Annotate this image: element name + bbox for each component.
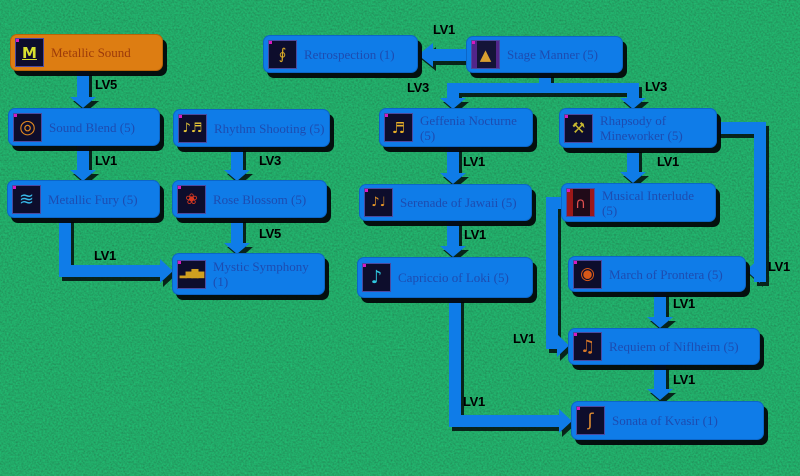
connector-rose-blossom-to-mystic-symphony xyxy=(231,218,243,244)
skill-node-geffenia-nocturne[interactable]: ♬ Geffenia Nocturne (5) xyxy=(379,108,533,147)
serenade-notes-icon: ♪♩ xyxy=(364,188,393,217)
skill-node-label: Mystic Symphony (1) xyxy=(213,259,309,289)
skill-node-label: Musical Interlude (5) xyxy=(602,187,695,218)
equalizer-bars-icon: ▂▅▇▅ xyxy=(177,259,206,289)
skill-node-rhapsody-of-mineworker[interactable]: ⚒ Rhapsody of Mineworker (5) xyxy=(559,108,717,148)
arrowhead-down-icon xyxy=(70,170,96,181)
violin-icon: ʃ xyxy=(576,406,605,435)
connector-stage-manner-to-retrospection xyxy=(433,49,466,61)
connector-metallic-sound-to-sound-blend xyxy=(77,71,89,98)
arrowhead-down-icon xyxy=(70,97,96,108)
skill-node-musical-interlude[interactable]: ∩ Musical Interlude (5) xyxy=(561,183,716,222)
skill-node-serenade-of-jawaii[interactable]: ♪♩ Serenade of Jawaii (5) xyxy=(359,184,532,221)
skill-node-rose-blossom[interactable]: ❀ Rose Blossom (5) xyxy=(172,180,327,218)
stage-curtain-icon: ▲ xyxy=(471,40,500,69)
skill-node-rhythm-shooting[interactable]: ♪♬ Rhythm Shooting (5) xyxy=(173,109,330,147)
skill-node-label: Serenade of Jawaii (5) xyxy=(400,195,517,210)
arrowhead-down-icon xyxy=(440,173,466,184)
connector-rhapsody-to-musical-interlude xyxy=(627,148,639,173)
skill-node-label: Stage Manner (5) xyxy=(507,47,598,62)
arrowhead-down-icon xyxy=(647,317,673,328)
skill-node-metallic-fury[interactable]: ≋ Metallic Fury (5) xyxy=(7,180,160,218)
connector-rhythm-shooting-to-rose-blossom xyxy=(231,147,243,171)
connector-metallic-fury-elbow-h xyxy=(59,265,160,277)
skill-node-label: March of Prontera (5) xyxy=(609,266,723,282)
arrowhead-left-icon xyxy=(418,43,433,67)
skill-node-mystic-symphony[interactable]: ▂▅▇▅ Mystic Symphony (1) xyxy=(172,253,325,295)
waveform-m-icon: M xyxy=(15,38,44,67)
rose-icon: ❀ xyxy=(177,184,206,214)
skill-node-capriccio-of-loki[interactable]: ♪ Capriccio of Loki (5) xyxy=(357,257,533,298)
skill-node-retrospection[interactable]: ∮ Retrospection (1) xyxy=(263,35,418,73)
connector-rhapsody-loop-h xyxy=(717,122,766,134)
connector-serenade-to-capriccio xyxy=(447,221,459,247)
sound-waves-icon: ◎ xyxy=(13,112,42,142)
arrowhead-left-icon xyxy=(746,258,760,283)
swirl-notes-icon: ∮ xyxy=(268,39,297,69)
skill-node-stage-manner[interactable]: ▲ Stage Manner (5) xyxy=(466,36,623,73)
skill-node-label: Metallic Fury (5) xyxy=(48,191,138,207)
connector-stage-manner-bar xyxy=(447,83,639,93)
connector-stage-manner-stub xyxy=(539,73,551,85)
arrowhead-down-icon xyxy=(224,243,250,254)
skill-node-requiem-of-niflheim[interactable]: ♫ Requiem of Niflheim (5) xyxy=(568,328,760,365)
arrowhead-down-icon xyxy=(647,389,673,400)
skill-node-label: Rose Blossom (5) xyxy=(213,191,307,207)
connector-capriccio-elbow-v xyxy=(449,298,461,427)
connector-capriccio-elbow-h xyxy=(449,415,560,427)
arrowhead-down-icon xyxy=(224,170,250,181)
skill-node-label: Requiem of Niflheim (5) xyxy=(609,339,739,354)
music-notes-icon: ♪♬ xyxy=(178,113,207,143)
arrowhead-down-icon xyxy=(440,98,466,109)
skill-node-label: Capriccio of Loki (5) xyxy=(398,270,509,285)
connector-stage-manner-to-geffenia xyxy=(447,91,459,99)
drum-icon: ◉ xyxy=(573,259,602,289)
skill-node-sound-blend[interactable]: ◎ Sound Blend (5) xyxy=(8,108,160,146)
connector-march-to-requiem xyxy=(654,292,666,318)
skill-node-march-of-prontera[interactable]: ◉ March of Prontera (5) xyxy=(568,256,746,292)
skill-node-label: Metallic Sound xyxy=(51,45,131,60)
connector-metallic-fury-elbow-v xyxy=(59,218,71,277)
arrowhead-down-icon xyxy=(440,246,466,257)
mineworker-pick-icon: ⚒ xyxy=(564,113,593,143)
connector-sound-blend-to-metallic-fury xyxy=(77,146,89,171)
arrowhead-down-icon xyxy=(620,172,646,183)
skill-node-label: Rhapsody of Mineworker (5) xyxy=(600,113,683,143)
skill-node-label: Retrospection (1) xyxy=(304,46,395,62)
sheet-music-icon: ♬ xyxy=(384,113,413,142)
skill-node-sonata-of-kvasir[interactable]: ʃ Sonata of Kvasir (1) xyxy=(571,401,764,440)
cyan-note-icon: ♪ xyxy=(362,263,391,292)
skill-node-label: Sound Blend (5) xyxy=(49,119,135,135)
skill-node-label: Rhythm Shooting (5) xyxy=(214,120,325,136)
metal-scratch-icon: ≋ xyxy=(12,184,41,214)
connector-geffenia-to-serenade xyxy=(447,147,459,174)
connector-rhapsody-loop-v xyxy=(754,122,766,282)
skill-node-metallic-sound[interactable]: M Metallic Sound xyxy=(10,34,163,71)
connector-stage-manner-to-rhapsody xyxy=(627,91,639,99)
connector-requiem-to-sonata xyxy=(654,365,666,390)
connector-interlude-loop-v xyxy=(546,197,558,349)
requiem-note-icon: ♫ xyxy=(573,332,602,361)
skill-node-label: Geffenia Nocturne (5) xyxy=(420,112,517,143)
red-curtain-icon: ∩ xyxy=(566,188,595,217)
arrowhead-down-icon xyxy=(620,98,646,109)
skill-node-label: Sonata of Kvasir (1) xyxy=(612,413,718,428)
